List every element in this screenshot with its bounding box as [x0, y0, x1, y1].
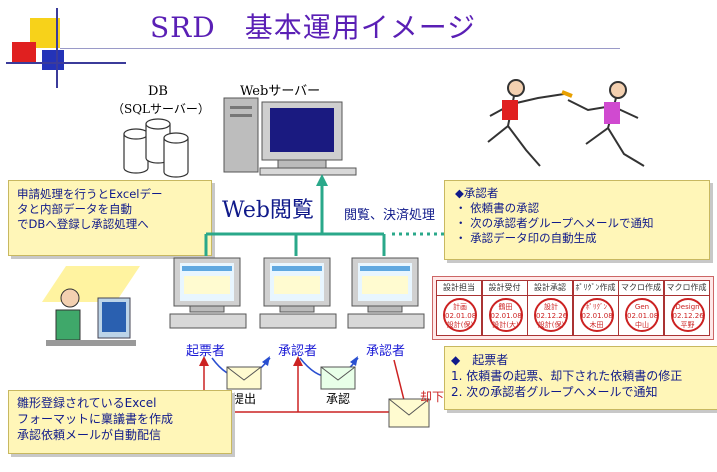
stamp-name: ﾎﾟﾘｸﾞﾝ: [586, 303, 607, 311]
stamp-dept: 設計(保): [537, 321, 565, 329]
stamp-header: マクロ作成: [664, 281, 709, 296]
approver-box-item: ・ 承認データ印の自動生成: [455, 231, 597, 245]
browse-label: 閲覧、決済処理: [344, 208, 436, 223]
approver2-pc-icon: [347, 257, 425, 329]
stamp-dept: 平野: [680, 321, 695, 329]
stamp-date: 02.12.26: [536, 312, 568, 320]
bottom-box-line: フォーマットに稟議書を作成: [17, 412, 174, 426]
stamp-header: 設計受付: [482, 281, 527, 296]
stamp-name: 設計: [544, 303, 558, 311]
approve-label: 承認: [326, 392, 351, 406]
decor-square-blue: [42, 50, 64, 70]
approver-box-item: ・ 依頼書の承認: [455, 201, 540, 215]
stamp-name: 鶴田: [498, 303, 513, 311]
stamp-name: 計画: [453, 303, 467, 311]
reject-envelope-icon: [388, 398, 430, 428]
db-sublabel: （SQLサーバー）: [112, 102, 210, 116]
stamp-header: ﾎﾟﾘｸﾞﾝ作成: [573, 281, 618, 296]
stamp-header: マクロ作成: [619, 281, 663, 296]
stamp-dept: 設計(大): [492, 321, 519, 329]
db-label: DB: [148, 84, 168, 99]
user-at-computer-illustration: [42, 266, 140, 346]
stamp-date: 02.01.08: [490, 312, 522, 320]
approver2-label: 承認者: [366, 344, 406, 359]
stamp-date: 02.12.26: [672, 312, 704, 320]
approver-box-item: ・ 次の承認者グループへメールで通知: [455, 216, 654, 230]
approve-envelope-icon: [320, 366, 356, 390]
drafter-box-heading: ◆ 起票者: [451, 353, 509, 367]
web-server-label: Webサーバー: [240, 84, 321, 99]
web-server-icon: [223, 97, 357, 176]
left-box-line: タと内部データを自動: [17, 202, 132, 216]
stamp-date: 02.01.08: [445, 312, 477, 320]
bottom-box-line: 雛形登録されているExcel: [17, 396, 157, 410]
drafter-info-box: ◆ 起票者 1. 依頼書の起票、却下された依頼書の修正 2. 次の承認者グループ…: [444, 346, 717, 410]
stamp-dept: 木田: [589, 321, 604, 329]
stamp-name: Gen: [634, 303, 650, 311]
drafter-box-item: 2. 次の承認者グループへメールで通知: [451, 385, 658, 399]
decor-line-long: [60, 48, 620, 49]
stamp-dept: 設計(保): [446, 321, 474, 329]
drafter-box-item: 1. 依頼書の起票、却下された依頼書の修正: [451, 369, 683, 383]
left-info-box: 申請処理を行うとExcelデー タと内部データを自動 でDBへ登録し承認処理へ: [8, 180, 212, 256]
bottom-box-line: 承認依頼メールが自動配信: [17, 428, 162, 442]
stamp-date: 02.01.08: [627, 312, 659, 320]
stamp-name: Design: [675, 303, 700, 311]
page-title: SRD 基本運用イメージ: [150, 11, 477, 44]
reject-label: 却下: [420, 390, 445, 404]
template-info-box: 雛形登録されているExcel フォーマットに稟議書を作成 承認依頼メールが自動配…: [8, 390, 232, 454]
approver1-label: 承認者: [278, 344, 318, 359]
approver-box-heading: ◆承認者: [455, 186, 499, 200]
decor-line-h: [6, 62, 126, 64]
decor-square-red: [12, 42, 36, 64]
left-box-line: 申請処理を行うとExcelデー: [17, 187, 163, 201]
submit-envelope-icon: [226, 366, 262, 390]
submit-label: 提出: [232, 392, 257, 406]
stamp-header: 設計承認: [528, 281, 572, 296]
database-icon: [123, 118, 189, 178]
approver1-pc-icon: [259, 257, 337, 329]
relay-runners-illustration: [487, 79, 645, 167]
stamp-date: 02.01.08: [581, 312, 613, 320]
stamp-dept: 中山: [635, 321, 649, 329]
approver-info-box: ◆承認者 ・ 依頼書の承認 ・ 次の承認者グループへメールで通知 ・ 承認データ…: [444, 180, 710, 260]
web-view-label: Web閲覧: [222, 198, 314, 223]
stamp-header: 設計担当: [437, 281, 481, 296]
decor-line-v: [56, 8, 58, 88]
drafter-pc-icon: [169, 257, 247, 329]
drafter-label: 起票者: [186, 344, 226, 359]
left-box-line: でDBへ登録し承認処理へ: [17, 217, 149, 231]
